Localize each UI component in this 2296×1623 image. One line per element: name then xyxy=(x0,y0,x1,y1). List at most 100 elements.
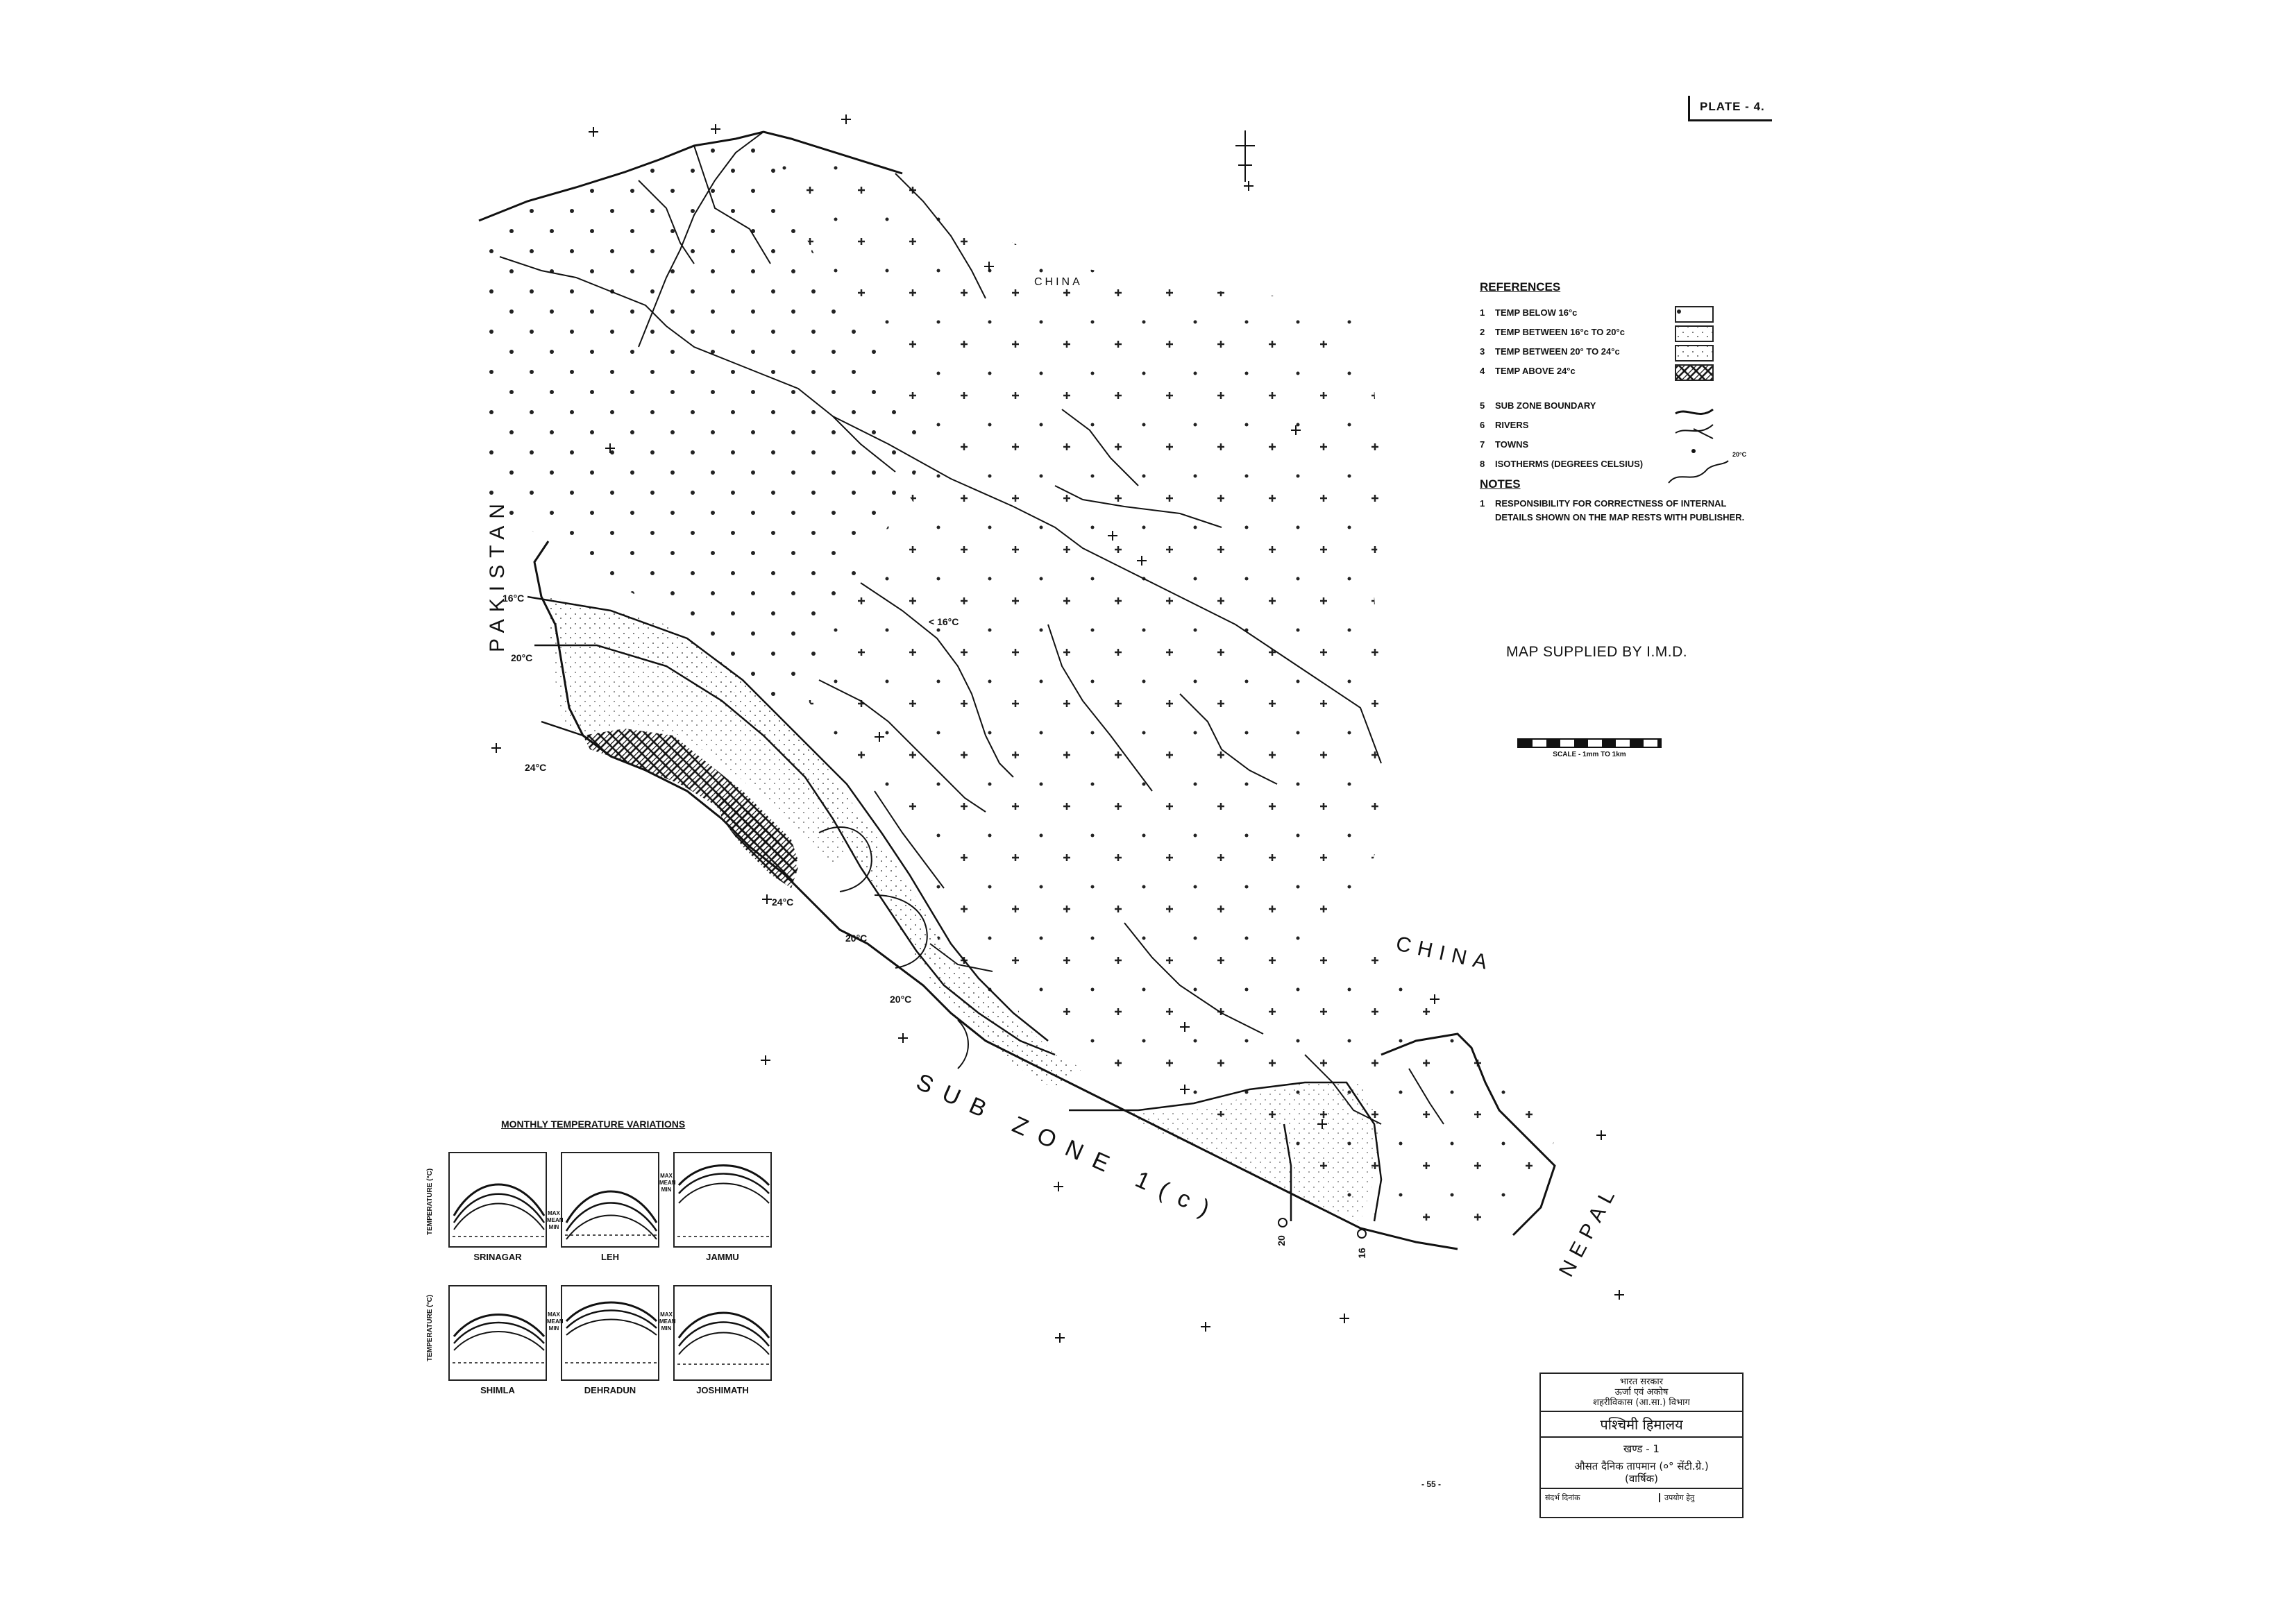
station-label: LEH xyxy=(601,1252,619,1262)
station-label: DEHRADUN xyxy=(584,1385,636,1395)
isotherm-east-b xyxy=(1283,1123,1292,1221)
isotherm-east xyxy=(1069,1081,1383,1222)
river-10 xyxy=(818,679,986,813)
legend-max: MAX xyxy=(660,1311,673,1318)
graph-curves xyxy=(453,1183,546,1237)
legend-mean: MEAN xyxy=(659,1180,676,1186)
legend-min: MIN xyxy=(661,1187,672,1193)
notes-heading: NOTES xyxy=(1480,477,1521,491)
org-line-1: भारत सरकार xyxy=(1619,1377,1664,1387)
graph-legend-bottom: MAX MEAN MIN xyxy=(547,1311,564,1332)
ref-sym-6 xyxy=(1675,424,1714,439)
legend-min: MIN xyxy=(548,1325,559,1332)
reference-num: 3 xyxy=(1480,346,1485,357)
title-block-org: भारत सरकार ऊर्जा एवं अकोष शहरीविकास (आ.स… xyxy=(1541,1374,1742,1412)
river-3 xyxy=(638,131,764,348)
reference-item: 2 TEMP BETWEEN 16°c TO 20°c xyxy=(1480,322,1771,341)
plate-number: PLATE - 4. xyxy=(1688,96,1772,121)
graph-legend-bottom-right: MAX MEAN MIN xyxy=(659,1311,676,1332)
notes-num: 1 xyxy=(1480,498,1485,509)
reference-item: 8 ISOTHERMS (DEGREES CELSIUS) xyxy=(1480,454,1771,473)
river-5 xyxy=(895,173,986,299)
graph-legend-top: MAX MEAN MIN xyxy=(547,1210,564,1231)
region-ladakh xyxy=(763,132,1381,763)
region-central xyxy=(798,513,1381,999)
reference-text: TEMP ABOVE 24°c xyxy=(1495,365,1576,376)
supplied-by: MAP SUPPLIED BY I.M.D. xyxy=(1506,644,1688,660)
graph-curves xyxy=(677,1164,770,1237)
org-line-3: शहरीविकास (आ.सा.) विभाग xyxy=(1593,1397,1690,1408)
river-13 xyxy=(1179,693,1278,785)
monthly-title: MONTHLY TEMPERATURE VARIATIONS xyxy=(501,1119,686,1130)
isotherm-20-west xyxy=(534,644,1056,1056)
north-arrow-tick xyxy=(1235,145,1255,166)
reference-text: TEMP BETWEEN 16°c TO 20°c xyxy=(1495,326,1625,337)
ref-sym-5 xyxy=(1675,408,1714,415)
river-9 xyxy=(860,582,1014,778)
isotherm-16-west xyxy=(527,595,1049,1042)
reference-num: 2 xyxy=(1480,326,1485,337)
river-8 xyxy=(1054,485,1222,528)
title-block: भारत सरकार ऊर्जा एवं अकोष शहरीविकास (आ.स… xyxy=(1539,1373,1744,1518)
ref-sym-7 xyxy=(1691,449,1696,453)
river-6 xyxy=(693,145,771,264)
scale-bar-graphic xyxy=(1517,738,1662,748)
footer-right: उपयोग हेतु xyxy=(1659,1493,1748,1502)
reference-text: ISOTHERMS (DEGREES CELSIUS) xyxy=(1495,458,1644,469)
ref-sym-1 xyxy=(1675,306,1714,323)
station-label: JAMMU xyxy=(706,1252,739,1262)
region-north-west xyxy=(479,132,930,715)
legend-min: MIN xyxy=(548,1224,559,1230)
station-graph xyxy=(561,1152,659,1248)
legend-max: MAX xyxy=(660,1173,673,1179)
river-15 xyxy=(1304,1054,1382,1125)
page-number: - 55 - xyxy=(1421,1479,1442,1489)
title-block-footer: संदर्भ दिनांक उपयोग हेतु xyxy=(1541,1488,1742,1517)
graph-curves xyxy=(453,1314,546,1363)
subzone-boundary-south xyxy=(533,541,1458,1250)
band-20-24 xyxy=(555,638,847,867)
isotherm-label-24-west: 24°C xyxy=(525,762,547,773)
ref-sym-2 xyxy=(1675,325,1714,342)
river-16 xyxy=(1408,1068,1444,1125)
scale-label: SCALE - 1mm TO 1km xyxy=(1553,751,1626,758)
isotherm-label-20-mid: 20°C xyxy=(845,933,868,944)
legend-mean: MEAN xyxy=(547,1217,564,1223)
graph-legend-top-right: MAX MEAN MIN xyxy=(659,1173,676,1193)
references-heading: REFERENCES xyxy=(1480,280,1561,294)
reference-num: 5 xyxy=(1480,400,1485,411)
river-7 xyxy=(1061,409,1139,486)
graph-curves xyxy=(565,1301,658,1363)
station-graph xyxy=(448,1152,547,1248)
station-graph xyxy=(561,1285,659,1381)
reference-text: TOWNS xyxy=(1495,439,1529,450)
isotherm-loop-lower xyxy=(874,894,928,969)
org-line-2: ऊर्जा एवं अकोष xyxy=(1614,1387,1669,1397)
notes-body: 1 RESPONSIBILITY FOR CORRECTNESS OF INTE… xyxy=(1480,497,1757,525)
legend-max: MAX xyxy=(548,1210,560,1216)
isotherm-label-20-lower: 20°C xyxy=(890,994,912,1005)
ref-sym-4 xyxy=(1675,364,1714,381)
river-12 xyxy=(1047,624,1153,792)
notes-text: RESPONSIBILITY FOR CORRECTNESS OF INTERN… xyxy=(1495,498,1745,522)
river-11 xyxy=(874,790,945,889)
station-graph xyxy=(673,1285,772,1381)
band-east-stipple xyxy=(1124,1082,1381,1221)
country-label-china-north: CHINA xyxy=(1034,276,1083,288)
subzone-boundary-outer xyxy=(478,130,903,222)
reference-num: 8 xyxy=(1480,458,1485,469)
ref-sym-8 xyxy=(1668,460,1729,484)
notes-block: NOTES 1 RESPONSIBILITY FOR CORRECTNESS O… xyxy=(1480,477,1757,525)
river-14 xyxy=(1124,922,1264,1035)
isotherm-label-16-south: 16 xyxy=(1356,1248,1367,1259)
reference-text: TEMP BELOW 16°c xyxy=(1495,307,1578,318)
isotherm-end-16 xyxy=(1357,1229,1367,1239)
isotherm-sample-label: 20°C xyxy=(1732,451,1747,458)
